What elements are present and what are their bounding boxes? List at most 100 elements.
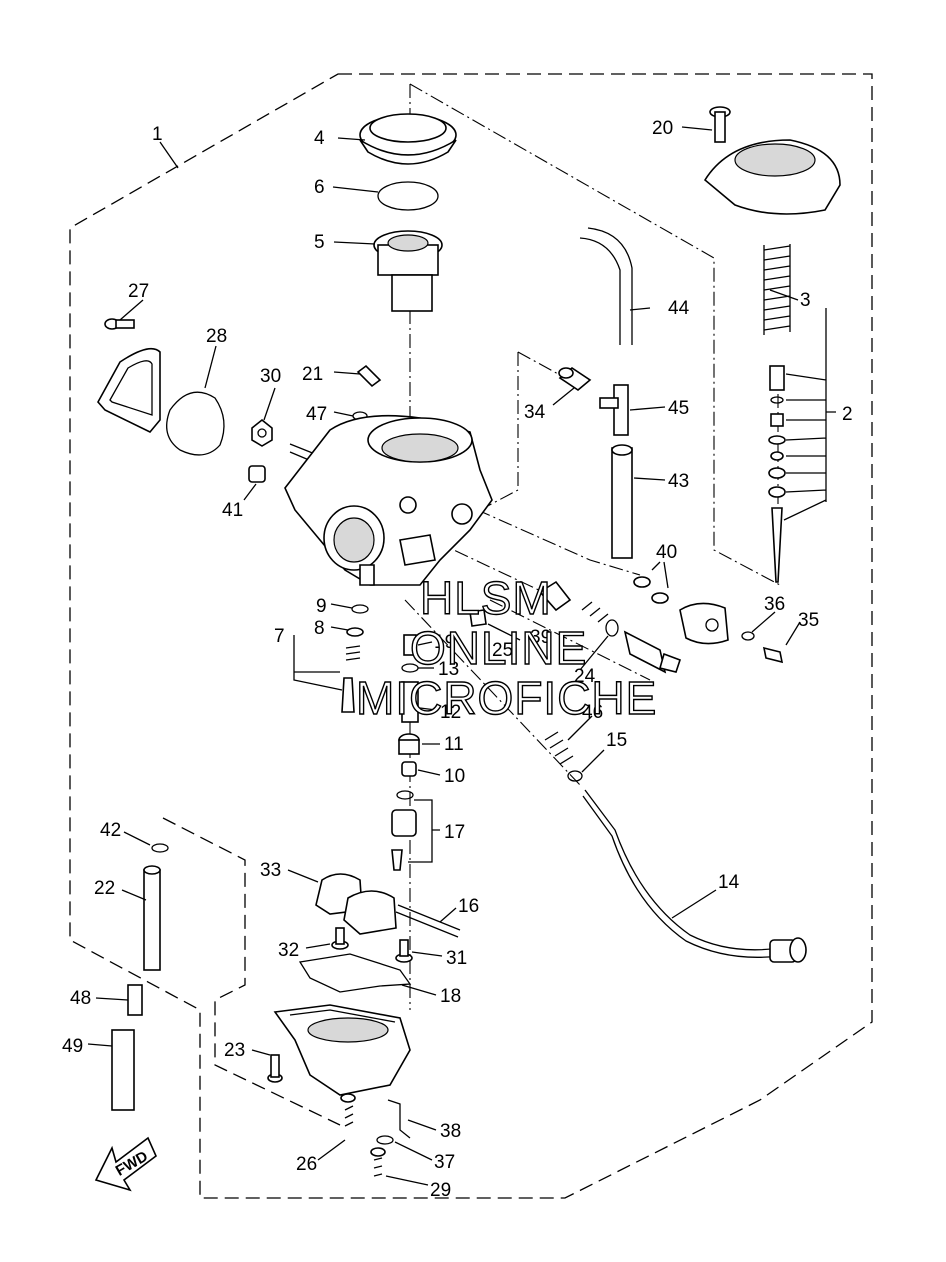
callout-labels: 1 2 3 4 5 6 7 8 9 10 11 12 13 14 15 16 1… [62, 118, 853, 1201]
cable-end-fitting [769, 937, 807, 963]
part-7-pilot-screw [341, 645, 361, 713]
part-23-screw [267, 1054, 283, 1083]
part-43-tube [611, 444, 633, 559]
assembly-boundary [69, 73, 873, 1199]
callout-12: 12 [440, 702, 461, 723]
carburetor-body [284, 414, 493, 586]
float-bowl [273, 1004, 411, 1096]
callout-39: 39 [530, 627, 551, 648]
part-45-fitting [599, 384, 629, 436]
part-38-clamp [387, 1099, 411, 1139]
callout-4: 4 [314, 128, 325, 149]
starter-plunger [623, 630, 682, 674]
callout-25: 25 [492, 640, 513, 661]
callout-20: 20 [652, 118, 673, 139]
part-6-o-ring [377, 181, 439, 211]
callout-8: 8 [314, 618, 325, 639]
part-8-washer [346, 627, 364, 637]
callout-19: 19 [434, 632, 455, 653]
callout-6: 6 [314, 177, 325, 198]
callout-21: 21 [302, 364, 323, 385]
watermark-line-2: ONLINE [410, 622, 587, 674]
callout-9: 9 [316, 596, 327, 617]
part-22-hose [143, 865, 161, 971]
callout-41: 41 [222, 500, 243, 521]
callout-35: 35 [798, 610, 819, 631]
part-32-screw [331, 927, 349, 950]
part-35-screw [762, 646, 784, 664]
part-44-hose [579, 227, 633, 345]
spring-small [581, 601, 609, 623]
part-37-washer [376, 1135, 394, 1145]
callout-28: 28 [206, 326, 227, 347]
callout-44: 44 [668, 298, 690, 319]
callout-16: 16 [458, 896, 479, 917]
callout-2: 2 [842, 404, 853, 425]
part-16-pin [395, 904, 461, 938]
part-14-starter-cable [582, 789, 781, 958]
callout-38: 38 [440, 1121, 461, 1142]
callout-3: 3 [800, 290, 811, 311]
callout-37: 37 [434, 1152, 455, 1173]
part-40-washers [633, 576, 669, 604]
callout-1: 1 [152, 124, 163, 145]
bowl-group-boundary [162, 817, 341, 1126]
part-4-diaphragm-cap [359, 113, 457, 165]
part-20-screw [709, 106, 731, 143]
watermark-line-3: MICROFICHE [356, 672, 657, 724]
callout-36: 36 [764, 594, 785, 615]
part-15-washer [567, 770, 583, 782]
callout-14: 14 [718, 872, 740, 893]
part-27-screw [104, 318, 135, 330]
part-42-clip [151, 843, 169, 853]
part-17-o-ring [396, 790, 414, 800]
callout-33: 33 [260, 860, 281, 881]
callout-27: 27 [128, 281, 149, 302]
callout-42: 42 [100, 820, 121, 841]
callout-11: 11 [444, 734, 464, 755]
fwd-arrow-icon: FWD [94, 1136, 157, 1192]
callout-31: 31 [446, 948, 467, 969]
part-3-spring [763, 244, 791, 335]
callout-24: 24 [574, 666, 596, 687]
insulator-plate [97, 347, 161, 433]
part-2-needle-set [768, 365, 786, 583]
part-39-plunger [538, 580, 572, 612]
part-18-gasket [298, 953, 412, 993]
callout-26: 26 [296, 1154, 317, 1175]
part-26-drain-screw [340, 1093, 356, 1127]
part-30-nut [251, 418, 273, 447]
callout-34: 34 [524, 402, 546, 423]
part-29-screw [370, 1147, 386, 1177]
part-48-joint [127, 984, 143, 1016]
callout-5: 5 [314, 232, 325, 253]
callout-32: 32 [278, 940, 299, 961]
part-34-plug [558, 367, 592, 391]
callout-47: 47 [306, 404, 327, 425]
part-41-collar [248, 465, 266, 483]
part-21-screw [356, 364, 382, 388]
top-cover [703, 139, 841, 215]
callout-43: 43 [668, 471, 689, 492]
callout-40: 40 [656, 542, 677, 563]
leader-lines [87, 126, 836, 1186]
part-49-hose [111, 1029, 135, 1111]
callout-30: 30 [260, 366, 281, 387]
callout-48: 48 [70, 988, 91, 1009]
part-25-screw [469, 609, 487, 627]
accelerator-pump-cover [679, 602, 729, 645]
callout-45: 45 [668, 398, 689, 419]
part-46-spring [544, 731, 574, 765]
callout-15: 15 [606, 730, 627, 751]
part-12-needle-jet [401, 681, 419, 723]
callout-49: 49 [62, 1036, 83, 1057]
part-11-holder [398, 733, 420, 755]
part-5-piston [373, 230, 443, 312]
watermark-line-1: HLSM [420, 572, 552, 624]
part-17-valve-seat [391, 809, 417, 871]
part-36-washer [741, 631, 755, 641]
callout-17: 17 [444, 822, 465, 843]
callout-23: 23 [224, 1040, 245, 1061]
callout-7: 7 [274, 626, 285, 647]
